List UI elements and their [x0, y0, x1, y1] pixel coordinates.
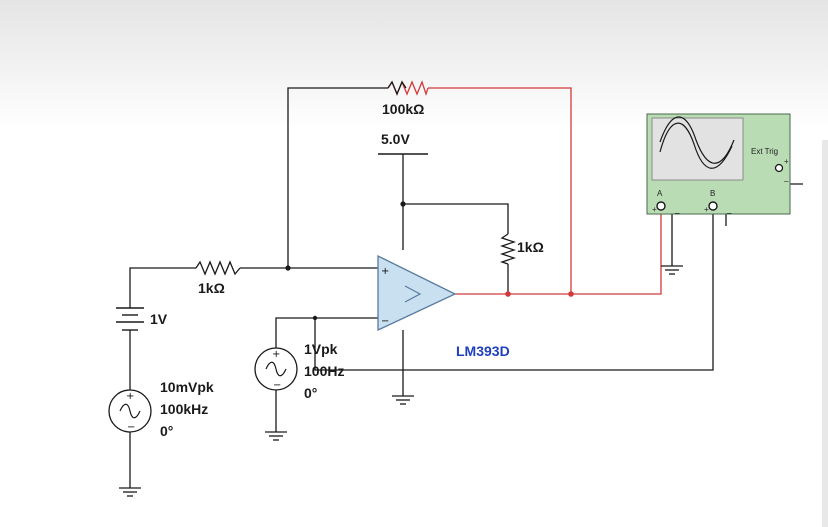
svg-text:+: +: [126, 391, 134, 402]
ground-icon: [265, 431, 287, 441]
right-edge-shade: [822, 140, 828, 527]
ac-small-phase: 0°: [160, 423, 173, 439]
top-shade: [0, 0, 828, 130]
comparator-part-label: LM393D: [456, 343, 510, 359]
svg-text:−: −: [127, 422, 135, 433]
junction-dot: [312, 315, 318, 321]
channel-a-plus: +: [652, 205, 657, 214]
probe-wires: [428, 87, 662, 295]
junction-dot: [505, 291, 511, 297]
comparator-triangle-icon[interactable]: + −: [377, 254, 457, 332]
svg-text:−: −: [273, 380, 281, 391]
ground-icon: [392, 395, 414, 405]
resistor-zigzag-icon[interactable]: [499, 233, 517, 265]
sine-wave-icon[interactable]: + −: [254, 347, 298, 391]
oscilloscope-trace: [659, 122, 733, 169]
ground-icon: [119, 487, 141, 497]
channel-b-label: B: [710, 189, 715, 198]
ac-small-frequency: 100kHz: [160, 401, 208, 417]
dc-source-label: 1V: [150, 311, 168, 327]
ext-trig-minus: _: [783, 173, 789, 182]
ac-ref-amplitude: 1Vpk: [304, 341, 338, 357]
oscilloscope-trace: [659, 116, 735, 164]
junction-dot: [400, 201, 406, 207]
comparator-plus-sign: +: [381, 266, 389, 277]
ext-trig-terminal[interactable]: [774, 163, 784, 173]
input-resistor-label: 1kΩ: [198, 280, 225, 296]
channel-a-label: A: [657, 189, 663, 198]
channel-a-terminal[interactable]: [656, 201, 666, 211]
junction-dot: [568, 291, 574, 297]
wires: [129, 87, 803, 488]
channel-b-minus: _: [726, 205, 732, 214]
vcc-label: 5.0V: [381, 131, 410, 147]
feedback-resistor-left-lead: [387, 80, 407, 96]
sine-wave-icon[interactable]: + −: [108, 389, 152, 433]
pullup-resistor-label: 1kΩ: [517, 239, 544, 255]
ext-trig-plus: +: [784, 157, 789, 166]
battery-icon[interactable]: [116, 307, 144, 331]
svg-text:+: +: [272, 349, 280, 360]
ac-ref-frequency: 100Hz: [304, 363, 344, 379]
ext-trig-label: Ext Trig: [751, 147, 778, 156]
ac-small-amplitude: 10mVpk: [160, 379, 214, 395]
oscilloscope-screen: [651, 117, 744, 181]
channel-a-minus: _: [674, 205, 680, 214]
channel-b-plus: +: [704, 205, 709, 214]
channel-b-terminal[interactable]: [708, 201, 718, 211]
feedback-resistor-label: 100kΩ: [382, 101, 424, 117]
resistor-zigzag-icon[interactable]: [195, 260, 241, 276]
ac-ref-phase: 0°: [304, 385, 317, 401]
junction-dot: [285, 265, 291, 271]
ground-icon: [661, 265, 683, 275]
comparator-minus-sign: −: [381, 316, 389, 327]
oscilloscope[interactable]: A B Ext Trig + _ + _ + _: [646, 113, 791, 215]
